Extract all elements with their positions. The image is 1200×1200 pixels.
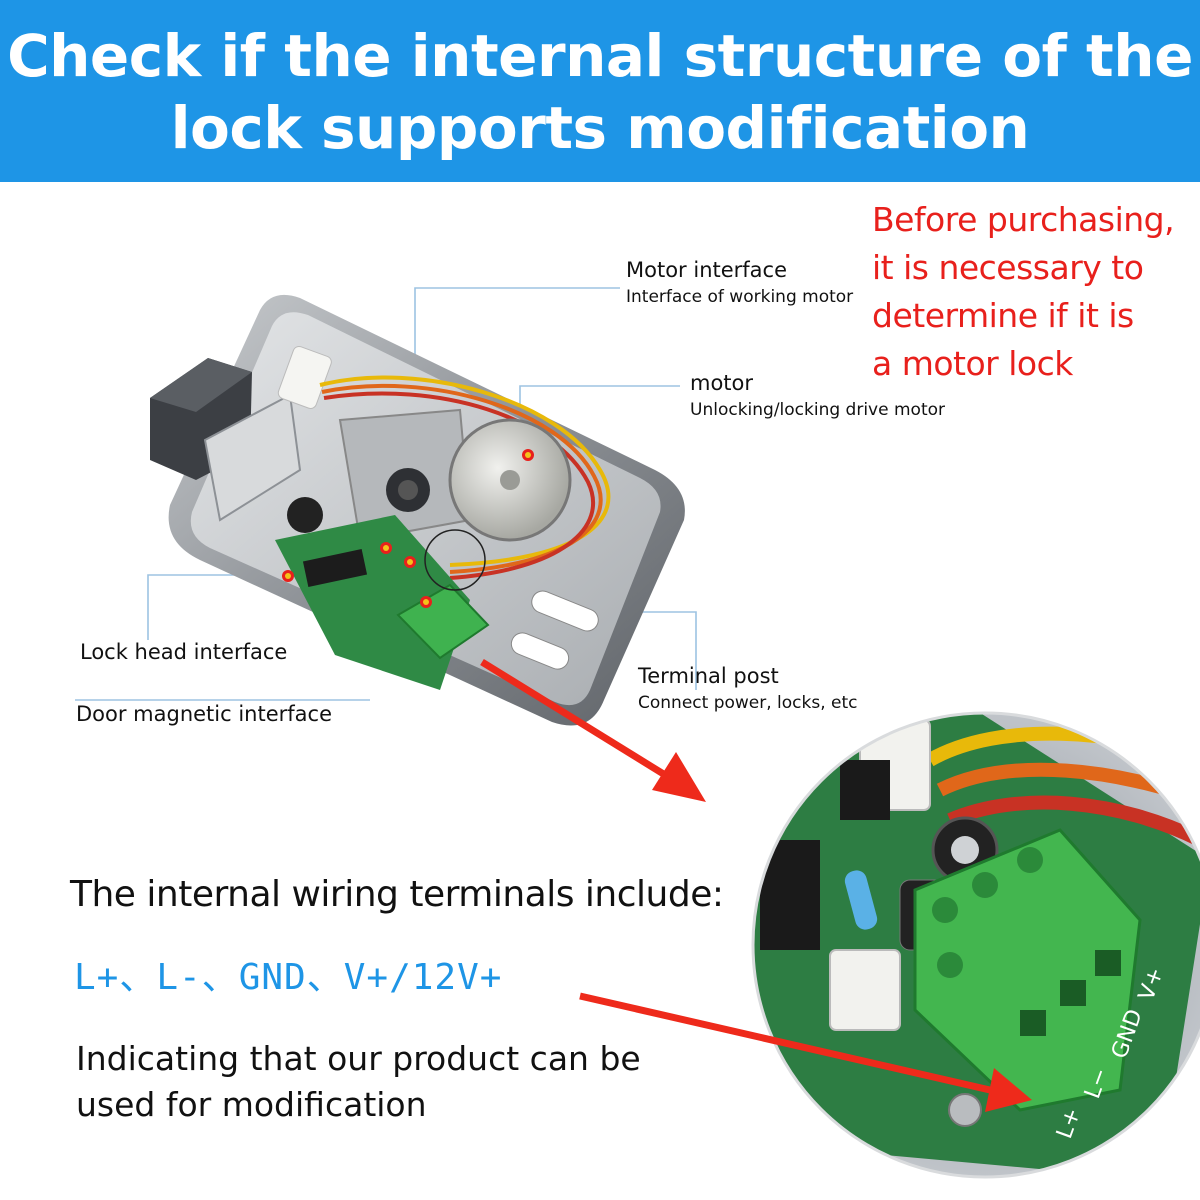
banner-title-line2: lock supports modification [170, 94, 1030, 162]
modification-note-line2: used for modification [76, 1085, 427, 1124]
callout-motor-subtitle: Unlocking/locking drive motor [690, 400, 945, 420]
warning-line4: a motor lock [872, 344, 1073, 383]
red-arrows [480, 659, 1032, 1112]
callout-motor: motor Unlocking/locking drive motor [690, 369, 945, 423]
callout-motor-interface-subtitle: Interface of working motor [626, 287, 854, 307]
warning-line3: determine if it is [872, 296, 1134, 335]
callout-lock-head: Lock head interface [80, 640, 288, 664]
purchase-warning: Before purchasing, it is necessary to de… [872, 196, 1192, 388]
callout-terminal-post: Terminal post Connect power, locks, etc [638, 662, 858, 716]
modification-note-line1: Indicating that our product can be [76, 1039, 641, 1078]
header-banner: Check if the internal structure of the l… [0, 0, 1200, 182]
modification-note: Indicating that our product can be used … [76, 1036, 641, 1128]
terminal-list: L+、L-、GND、V+/12V+ [74, 957, 503, 998]
pcb-zoom: L+ L− GND V+ [753, 713, 1200, 1177]
callout-terminal-post-title: Terminal post [638, 664, 779, 688]
banner-title-line1: Check if the internal structure of the [7, 22, 1193, 90]
callout-motor-interface-title: Motor interface [626, 258, 788, 282]
callout-motor-title: motor [690, 371, 754, 395]
callout-door-magnetic: Door magnetic interface [76, 702, 333, 726]
lock-body [150, 294, 685, 726]
callout-terminal-post-subtitle: Connect power, locks, etc [638, 693, 858, 713]
callout-motor-interface: Motor interface Interface of working mot… [626, 256, 853, 310]
warning-line2: it is necessary to [872, 248, 1144, 287]
warning-line1: Before purchasing, [872, 200, 1175, 239]
wiring-title: The internal wiring terminals include: [70, 874, 724, 915]
